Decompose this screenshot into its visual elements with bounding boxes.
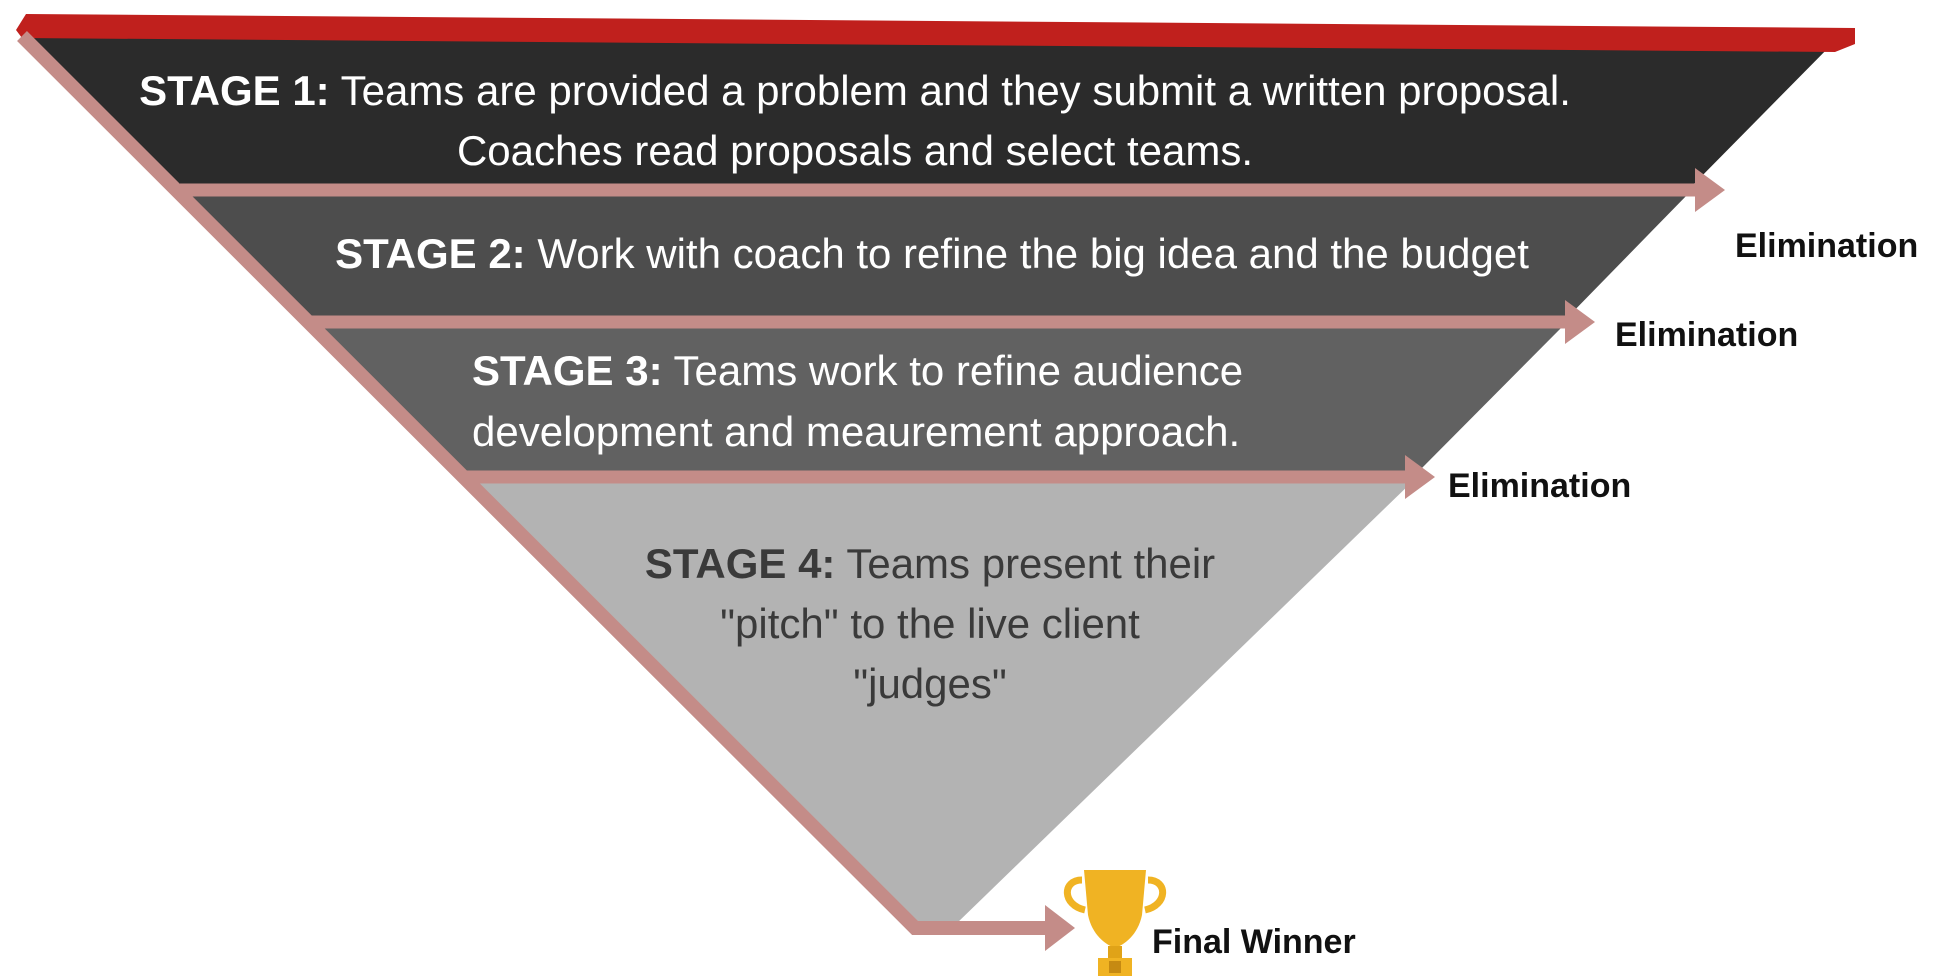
- stage-3-text-line-1: STAGE 3: Teams work to refine audience: [472, 347, 1243, 394]
- elimination-label-2: Elimination: [1615, 316, 1798, 354]
- stage-4-band: [462, 479, 1415, 925]
- stage-4-text-line-3: "judges": [853, 660, 1007, 707]
- stage-4-label: STAGE 4:: [645, 540, 836, 587]
- funnel-left-edge: [17, 31, 1050, 935]
- elimination-arrow-2: [310, 300, 1595, 344]
- stage-2-text-line-1: STAGE 2: Work with coach to refine the b…: [335, 230, 1529, 277]
- elimination-arrow-1: [180, 168, 1725, 212]
- top-bar: [16, 14, 1855, 52]
- elimination-arrow-3: [462, 455, 1435, 499]
- final-arrow: [1040, 905, 1075, 951]
- final-winner-label: Final Winner: [1152, 923, 1356, 961]
- elimination-label-3: Elimination: [1448, 467, 1631, 505]
- stage-4-description: Teams present their: [835, 540, 1215, 587]
- stage-4-text-line-1: STAGE 4: Teams present their: [645, 540, 1215, 587]
- stage-1-text-line-2: Coaches read proposals and select teams.: [457, 127, 1253, 174]
- stage-4-text-line-2: "pitch" to the live client: [720, 600, 1140, 647]
- stage-3-band: [310, 324, 1565, 475]
- stage-1-label: STAGE 1:: [139, 67, 330, 114]
- trophy-icon: [1063, 870, 1167, 976]
- stage-3-description: Teams work to refine audience: [663, 347, 1244, 394]
- stage-1-text-line-1: STAGE 1: Teams are provided a problem an…: [139, 67, 1571, 114]
- stage-1-description: Teams are provided a problem and they su…: [330, 67, 1571, 114]
- stage-2-description: Work with coach to refine the big idea a…: [526, 230, 1530, 277]
- stage-1-band: [30, 38, 1838, 188]
- stage-3-text-line-2: development and meaurement approach.: [472, 408, 1240, 455]
- elimination-label-1: Elimination: [1735, 227, 1918, 265]
- stage-3-label: STAGE 3:: [472, 347, 663, 394]
- stage-2-label: STAGE 2:: [335, 230, 526, 277]
- stage-2-band: [180, 192, 1690, 320]
